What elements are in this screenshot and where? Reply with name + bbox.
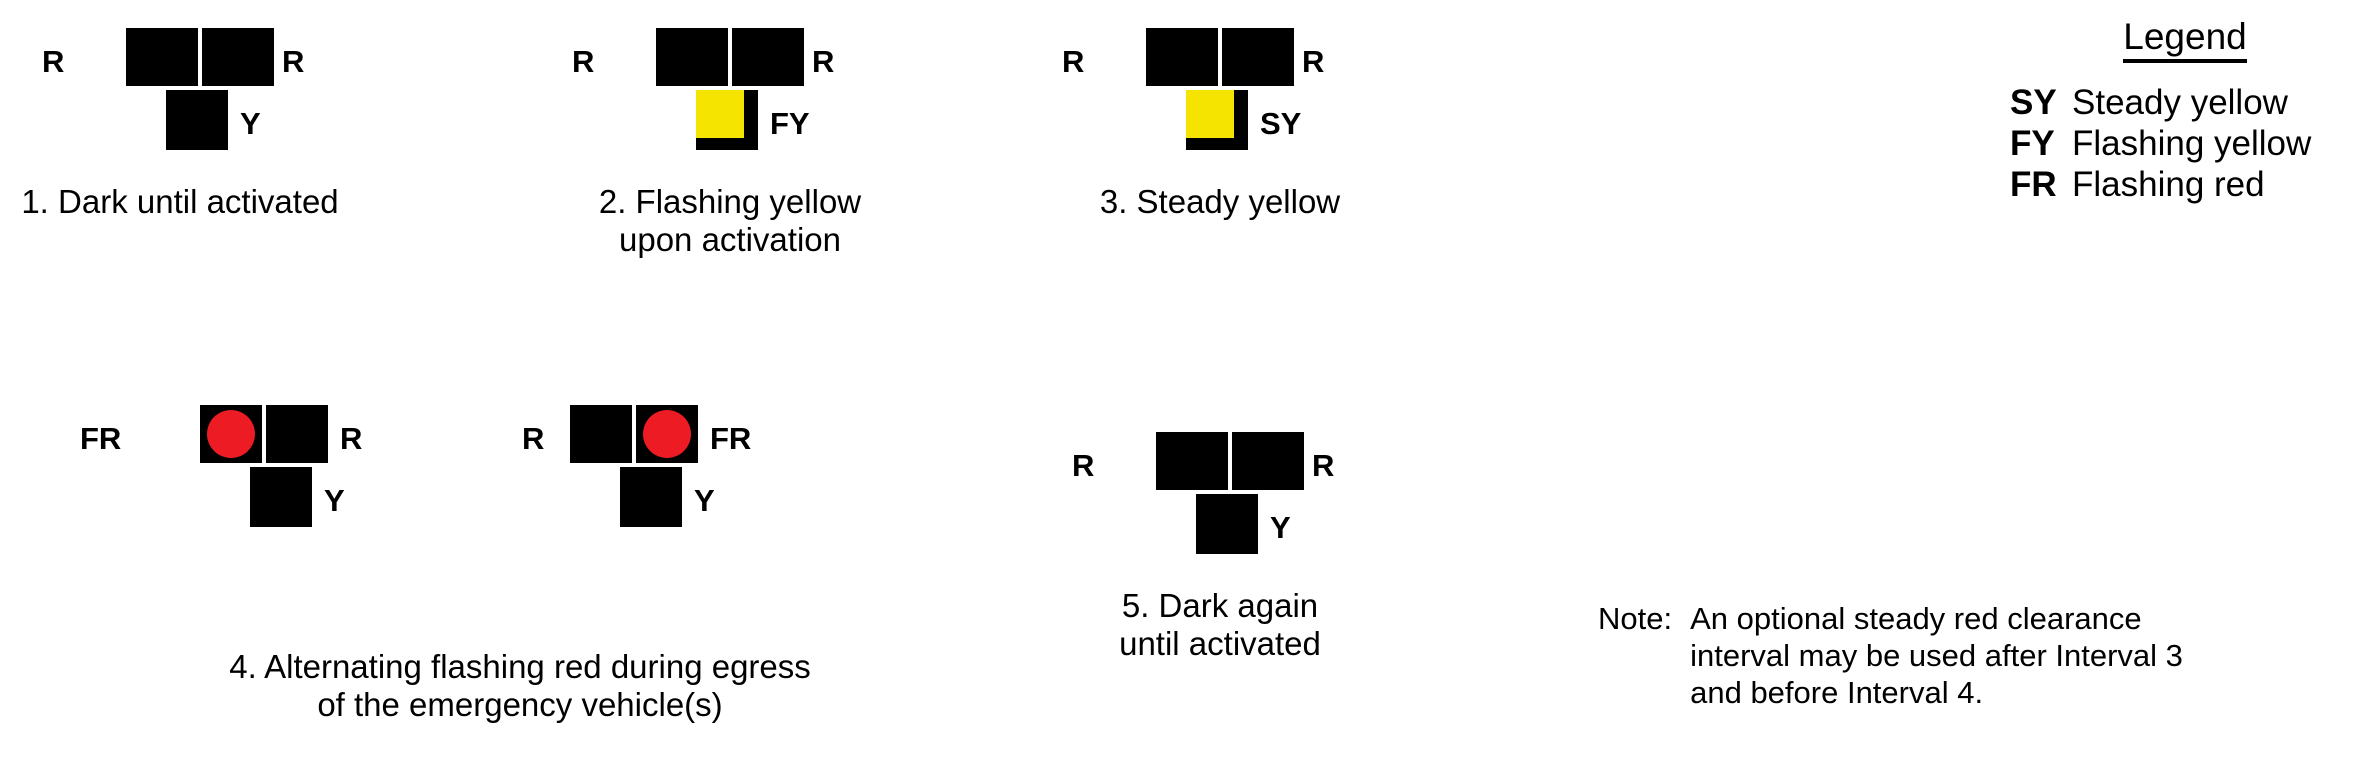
left-lamp-1 <box>126 28 198 86</box>
bottom-label-4b: Y <box>694 483 715 518</box>
red-bulb-4a <box>207 410 255 458</box>
interval-5-panel: R R Y 5. Dark again until activated <box>1072 432 1390 662</box>
interval-5-caption: 5. Dark again until activated <box>1119 587 1321 662</box>
signal-head-2: R R FY <box>572 28 850 178</box>
bottom-lamp-5 <box>1196 494 1258 554</box>
signal-head-5: R R Y <box>1072 432 1390 582</box>
red-bulb-4b <box>643 410 691 458</box>
interval-4a-panel: FR R Y <box>80 405 390 555</box>
legend: Legend SY Steady yellow FY Flashing yell… <box>2010 18 2360 206</box>
note-block: Note: An optional steady red clearance i… <box>1598 600 2338 712</box>
bottom-lamp-3 <box>1186 90 1248 150</box>
right-label-3: R <box>1302 44 1325 79</box>
left-lamp-5 <box>1156 432 1228 490</box>
bottom-label-1: Y <box>240 106 261 141</box>
bottom-lamp-1 <box>166 90 228 150</box>
legend-desc-fr: Flashing red <box>2072 164 2265 204</box>
legend-row: FR Flashing red <box>2010 165 2360 206</box>
interval-4-caption: 4. Alternating flashing red during egres… <box>229 648 811 723</box>
yellow-bulb-3 <box>1186 90 1234 138</box>
legend-row: FY Flashing yellow <box>2010 124 2360 165</box>
right-lamp-4a <box>266 405 328 463</box>
interval-3-caption: 3. Steady yellow <box>1099 183 1341 220</box>
signal-head-3: R R SY <box>1062 28 1350 178</box>
signal-head-1: R R Y <box>42 28 304 178</box>
legend-abbr-sy: SY <box>2010 83 2057 122</box>
legend-abbr-fr: FR <box>2010 164 2057 204</box>
interval-1-panel: R R Y 1. Dark until activated <box>21 28 339 220</box>
interval-1-caption: 1. Dark until activated <box>21 183 339 220</box>
legend-rows: SY Steady yellow FY Flashing yellow FR F… <box>2010 83 2360 206</box>
left-label-2: R <box>572 44 595 79</box>
top-lamp-row-1 <box>126 28 274 86</box>
note-label: Note: <box>1598 601 1673 636</box>
right-lamp-1 <box>202 28 274 86</box>
right-label-4b: FR <box>710 421 752 456</box>
left-label-3: R <box>1062 44 1085 79</box>
top-lamp-row-5 <box>1156 432 1304 490</box>
left-lamp-4a <box>200 405 262 463</box>
right-lamp-4b <box>636 405 698 463</box>
top-lamp-row-2 <box>656 28 804 86</box>
right-lamp-5 <box>1232 432 1304 490</box>
top-lamp-row-3 <box>1146 28 1294 86</box>
bottom-label-4a: Y <box>324 483 345 518</box>
legend-desc-sy: Steady yellow <box>2072 83 2288 122</box>
top-lamp-row-4a <box>200 405 328 463</box>
legend-title: Legend <box>2123 18 2247 63</box>
legend-title-wrap: Legend <box>2010 18 2360 63</box>
right-label-2: R <box>812 44 835 79</box>
note-text: An optional steady red clearance interva… <box>1690 601 2183 711</box>
top-lamp-row-4b <box>570 405 698 463</box>
left-label-1: R <box>42 44 65 79</box>
bottom-lamp-2 <box>696 90 758 150</box>
yellow-bulb-2 <box>696 90 744 138</box>
right-label-5: R <box>1312 448 1335 483</box>
right-lamp-2 <box>732 28 804 86</box>
right-label-4a: R <box>340 421 363 456</box>
left-label-5: R <box>1072 448 1095 483</box>
right-label-1: R <box>282 44 305 79</box>
left-lamp-4b <box>570 405 632 463</box>
bottom-label-3: SY <box>1260 106 1302 141</box>
left-label-4a: FR <box>80 421 122 456</box>
legend-abbr-fy: FY <box>2010 123 2055 163</box>
legend-row: SY Steady yellow <box>2010 83 2360 124</box>
signal-head-4a: FR R Y <box>80 405 390 555</box>
bottom-lamp-4b <box>620 467 682 527</box>
interval-2-panel: R R FY 2. Flashing yellow upon activatio… <box>572 28 861 258</box>
bottom-label-5: Y <box>1270 510 1291 545</box>
interval-2-caption: 2. Flashing yellow upon activation <box>598 183 862 258</box>
right-lamp-3 <box>1222 28 1294 86</box>
left-label-4b: R <box>522 421 545 456</box>
interval-3-panel: R R SY 3. Steady yellow <box>1062 28 1350 220</box>
legend-desc-fy: Flashing yellow <box>2072 123 2312 163</box>
left-lamp-3 <box>1146 28 1218 86</box>
left-lamp-2 <box>656 28 728 86</box>
signal-head-4b: R FR Y <box>522 405 760 555</box>
interval-4b-panel: R FR Y <box>522 405 760 555</box>
bottom-label-2: FY <box>770 106 810 141</box>
bottom-lamp-4a <box>250 467 312 527</box>
